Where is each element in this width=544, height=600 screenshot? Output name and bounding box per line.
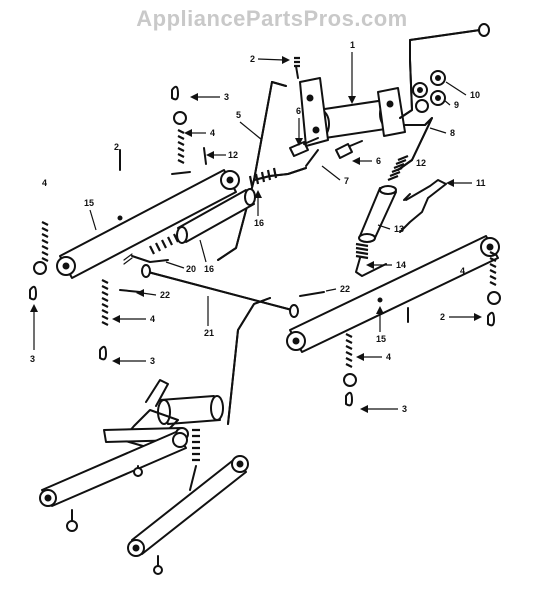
lower-right-bar xyxy=(127,455,249,557)
lever-spring xyxy=(248,167,278,187)
callout-6: 6 xyxy=(376,156,381,166)
callout-2: 2 xyxy=(440,312,445,322)
pin xyxy=(305,149,319,167)
callout-3: 3 xyxy=(402,404,407,414)
callout-21: 21 xyxy=(204,328,214,338)
callout-4: 4 xyxy=(42,178,47,188)
lower-spring xyxy=(189,428,200,491)
callout-15: 15 xyxy=(376,334,386,344)
callout-20: 20 xyxy=(186,264,196,274)
cross-rod xyxy=(141,264,299,318)
callout-16: 16 xyxy=(254,218,264,228)
right-link-bar xyxy=(286,235,500,353)
lower-rocker xyxy=(121,379,224,449)
callout-9: 9 xyxy=(454,100,459,110)
callout-13: 13 xyxy=(394,224,404,234)
rocker-shaft xyxy=(299,77,406,147)
stud xyxy=(171,171,191,175)
callout-7: 7 xyxy=(344,176,349,186)
callout-14: 14 xyxy=(396,260,406,270)
callout-labels: 1 2 2 2 3 3 3 3 4 4 4 4 4 5 6 6 7 8 9 xyxy=(30,40,486,414)
chain-left-mid xyxy=(101,279,109,326)
callout-22: 22 xyxy=(340,284,350,294)
callout-3: 3 xyxy=(150,356,155,366)
spacer-tube xyxy=(176,188,256,244)
callout-12: 12 xyxy=(416,158,426,168)
pin xyxy=(119,289,141,293)
pin xyxy=(299,291,325,297)
callout-6: 6 xyxy=(296,106,301,116)
lower-pins xyxy=(66,465,163,575)
left-link-bar xyxy=(56,169,240,279)
callout-2: 2 xyxy=(114,142,119,152)
chain-left-top xyxy=(33,221,49,275)
lower-spring xyxy=(355,242,387,277)
bent-lever xyxy=(217,81,307,261)
pin xyxy=(203,147,207,165)
callout-15: 15 xyxy=(84,198,94,208)
callout-5: 5 xyxy=(236,110,241,120)
watermark: AppliancePartsPros.com xyxy=(136,6,408,31)
hitch-pin xyxy=(29,85,495,407)
clip xyxy=(123,253,169,265)
lift-handle xyxy=(399,23,490,119)
bolt xyxy=(289,137,319,157)
chain-upper-left xyxy=(173,111,187,164)
callout-3: 3 xyxy=(30,354,35,364)
cotter-pin xyxy=(294,56,300,79)
callout-12: 12 xyxy=(228,150,238,160)
callout-4: 4 xyxy=(150,314,155,324)
callout-16: 16 xyxy=(204,264,214,274)
callout-2: 2 xyxy=(250,54,255,64)
callout-3: 3 xyxy=(224,92,229,102)
callout-8: 8 xyxy=(450,128,455,138)
callout-4: 4 xyxy=(460,266,465,276)
chain-right-lower xyxy=(343,333,357,387)
upper-spring xyxy=(387,154,409,182)
callout-10: 10 xyxy=(470,90,480,100)
callout-11: 11 xyxy=(476,178,486,188)
callout-4: 4 xyxy=(386,352,391,362)
lower-lever xyxy=(227,297,271,425)
callout-4: 4 xyxy=(210,128,215,138)
link-cylinder xyxy=(358,185,397,243)
callout-22: 22 xyxy=(160,290,170,300)
lower-left-bar xyxy=(39,431,188,507)
chain-right xyxy=(487,251,501,305)
callout-1: 1 xyxy=(350,40,355,50)
bent-pin xyxy=(399,179,447,233)
tube-spring xyxy=(149,233,179,255)
nut-stack xyxy=(412,70,446,113)
bolt xyxy=(335,140,363,159)
